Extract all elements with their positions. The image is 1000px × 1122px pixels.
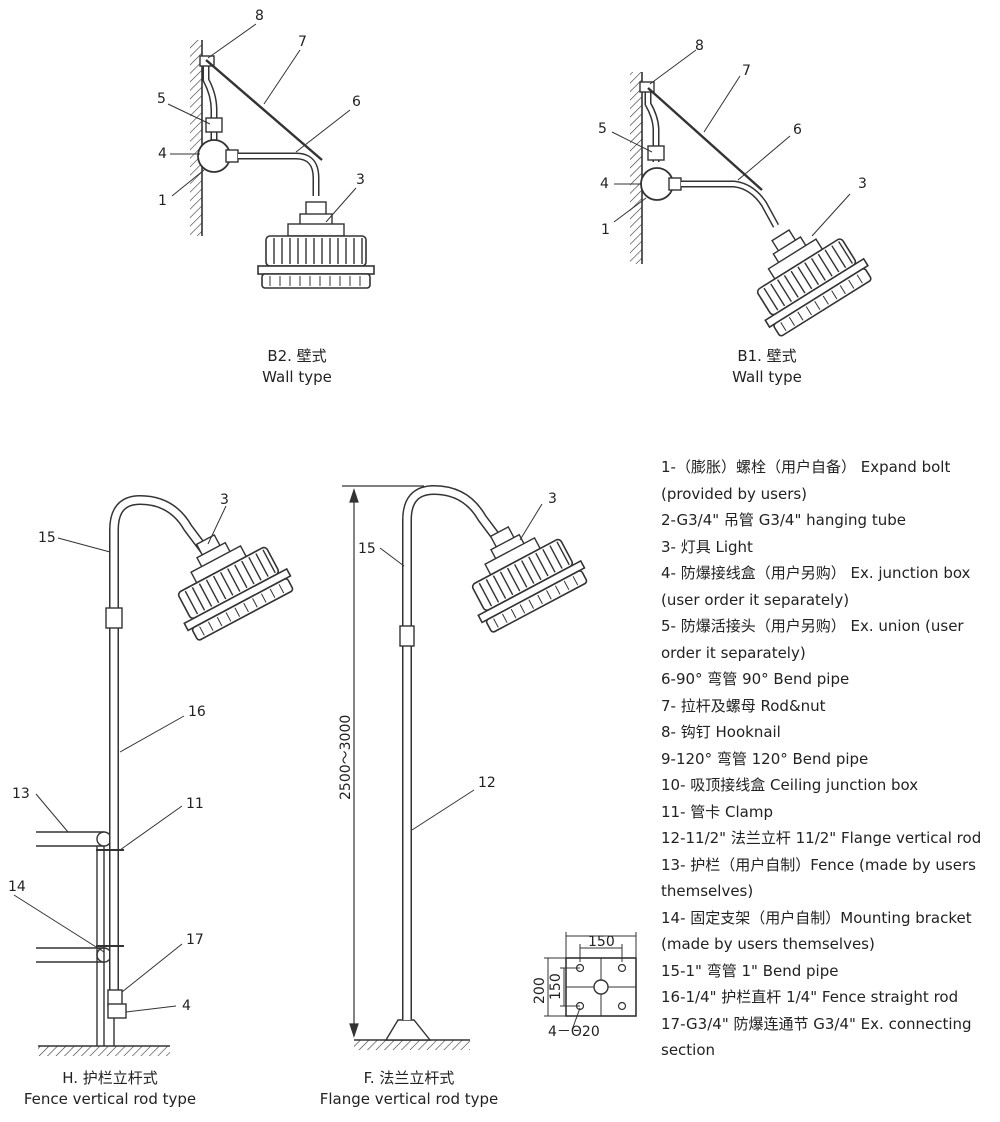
light-fixture <box>257 201 375 289</box>
callout-label: 15 <box>358 541 376 557</box>
callout-label: 4 <box>158 146 167 162</box>
legend-item: 17-G3/4" 防爆连通节 G3/4" Ex. connecting sect… <box>661 1014 972 1060</box>
callout-label: 16 <box>188 704 206 720</box>
ground-hatch <box>354 1040 470 1050</box>
callout-label: 5 <box>157 91 166 107</box>
junction-box <box>197 139 231 173</box>
callout-label: 6 <box>793 122 802 138</box>
bolt-hole <box>617 963 627 973</box>
light-fixture <box>153 511 298 644</box>
callout-label: 14 <box>8 879 26 895</box>
caption-h: H. 护栏立杆式 Fence vertical rod type <box>10 1068 210 1110</box>
caption-h-text: Fence vertical rod type <box>23 1090 197 1108</box>
callout-label: 12 <box>478 775 496 791</box>
junction-box <box>640 167 674 201</box>
callout-label: 15 <box>38 530 56 546</box>
light-fixture <box>447 503 592 636</box>
caption-b2-text: Wall type <box>262 368 332 386</box>
callout-label: 13 <box>12 786 30 802</box>
center-hole <box>593 979 609 995</box>
light-fixture <box>730 203 877 340</box>
legend-item: 2-G3/4" 吊管 G3/4" hanging tube <box>661 511 906 529</box>
legend-item: 14- 固定支架（用户自制）Mounting bracket (made by … <box>661 908 972 954</box>
callout-label: 6 <box>352 94 361 110</box>
callout-label: 11 <box>186 796 204 812</box>
legend-item: 15-1" 弯管 1" Bend pipe <box>661 961 839 980</box>
caption-b2: B2. 壁式 Wall type <box>222 346 372 388</box>
caption-b1-code: B1. 壁式 <box>737 347 797 365</box>
height-dimension <box>342 485 424 1038</box>
caption-f-text: Flange vertical rod type <box>319 1090 499 1108</box>
caption-b1-text: Wall type <box>732 368 802 386</box>
flange-base <box>384 1019 432 1041</box>
caption-b1: B1. 壁式 Wall type <box>692 346 842 388</box>
coupling <box>399 625 415 647</box>
callout-label: 1 <box>158 193 167 209</box>
callout-label: 5 <box>598 121 607 137</box>
diagram-b1: 8 7 5 6 4 3 1 <box>598 38 877 340</box>
callout-label: 4 <box>182 998 191 1014</box>
callout-label: 3 <box>356 172 365 188</box>
rod <box>205 59 323 161</box>
legend-item: 6-90° 弯管 90° Bend pipe <box>661 670 850 688</box>
callout-label: 3 <box>548 491 557 507</box>
caption-f-code: F. 法兰立杆式 <box>363 1069 455 1087</box>
wall-hatch <box>630 72 642 264</box>
callout-label: 7 <box>742 63 751 79</box>
rod <box>647 87 763 191</box>
parts-legend: 1-（膨胀）螺栓（用户自备） Expand bolt (provided by … <box>661 454 996 1064</box>
callout-label: 8 <box>255 8 264 24</box>
callout-label: 17 <box>186 932 204 948</box>
callout-label: 3 <box>220 492 229 508</box>
caption-f: F. 法兰立杆式 Flange vertical rod type <box>304 1068 514 1110</box>
ground-hatch <box>38 1046 170 1056</box>
legend-item: 3- 灯具 Light <box>661 537 753 556</box>
legend-item: 9-120° 弯管 120° Bend pipe <box>661 749 869 768</box>
union <box>205 117 223 133</box>
callout-label: 7 <box>298 34 307 50</box>
callout-label: 4 <box>600 176 609 192</box>
legend-item: 8- 钩钉 Hooknail <box>661 723 781 741</box>
legend-item: 5- 防爆活接头（用户另购） Ex. union (user order it … <box>661 617 964 662</box>
flange-vertical-rod <box>402 484 504 1020</box>
flange-plate-detail: 150 200 150 4－Θ20 <box>532 932 637 1040</box>
legend-item: 4- 防爆接线盒（用户另购） Ex. junction box (user or… <box>661 564 971 609</box>
callout-label: 3 <box>858 176 867 192</box>
plate-inner-label: 150 <box>548 973 564 1000</box>
caption-b2-code: B2. 壁式 <box>267 347 327 365</box>
diagram-h: 15 3 16 13 11 14 17 4 <box>8 492 298 1056</box>
height-range-label: 2500～3000 <box>338 715 354 800</box>
union <box>647 145 665 161</box>
bend-pipe <box>681 180 780 228</box>
callout-label: 8 <box>695 38 704 54</box>
callout-label: 1 <box>601 222 610 238</box>
legend-item: 10- 吸顶接线盒 Ceiling junction box <box>661 776 919 794</box>
caption-h-code: H. 护栏立杆式 <box>62 1069 158 1087</box>
legend-item: 16-1/4" 护栏直杆 1/4" Fence straight rod <box>661 988 959 1006</box>
holes-label: 4－Θ20 <box>548 1024 600 1040</box>
legend-item: 11- 管卡 Clamp <box>661 802 774 821</box>
legend-item: 12-11/2" 法兰立杆 11/2" Flange vertical rod <box>661 829 982 847</box>
bolt-hole <box>617 1001 627 1011</box>
plate-outer-label: 200 <box>532 977 548 1004</box>
legend-item: 1-（膨胀）螺栓（用户自备） Expand bolt (provided by … <box>661 458 951 503</box>
diagram-b2: 8 7 5 6 4 1 3 <box>157 8 375 289</box>
coupling <box>105 607 123 629</box>
bend-pipe <box>238 152 320 196</box>
wall-hatch <box>190 40 202 236</box>
plate-width-label: 150 <box>588 934 615 950</box>
legend-item: 7- 拉杆及螺母 Rod&nut <box>661 696 826 715</box>
diagram-f: 2500～3000 15 3 12 <box>338 484 592 1050</box>
legend-item: 13- 护栏（用户自制）Fence (made by users themsel… <box>661 855 976 901</box>
fence-rail <box>36 831 104 963</box>
junction-box <box>107 1003 127 1019</box>
